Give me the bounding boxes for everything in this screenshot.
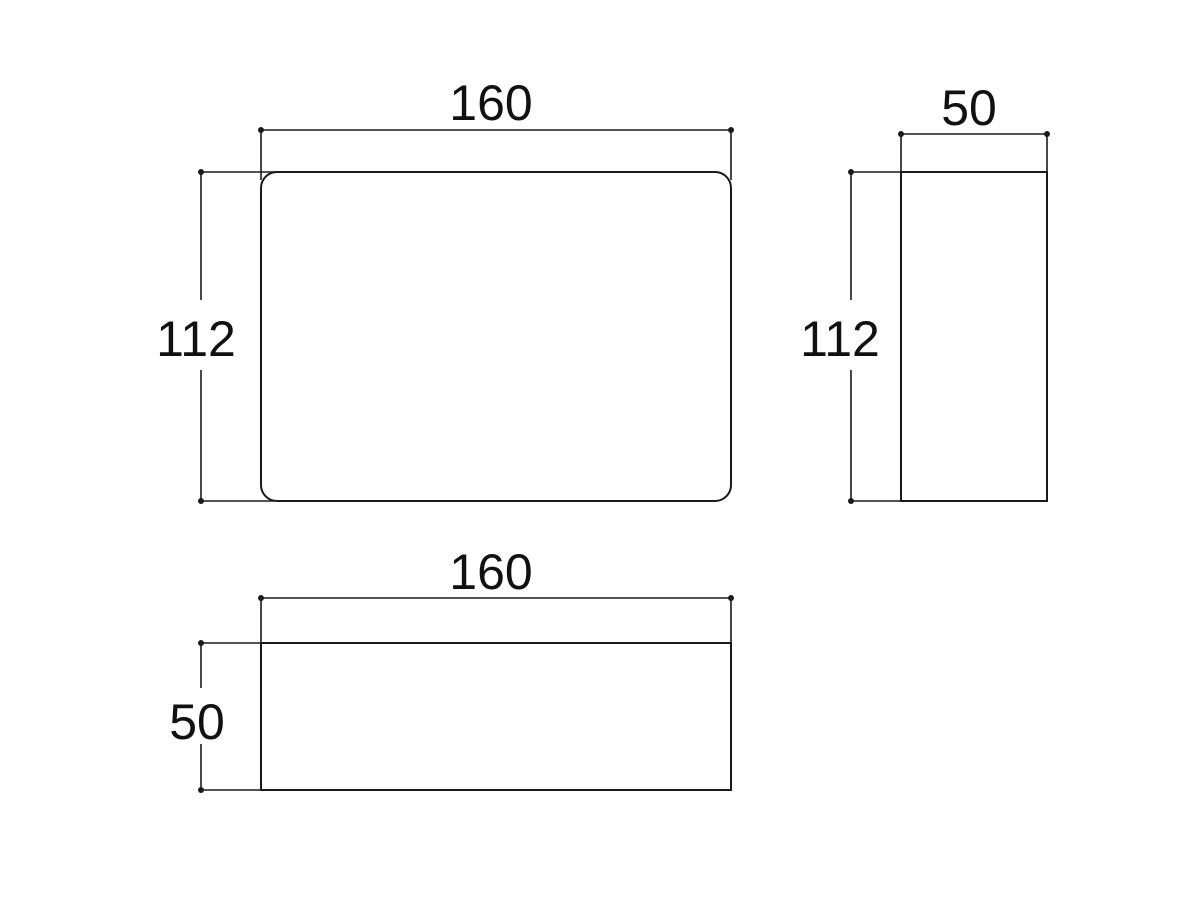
- front-width-dimension: 160: [258, 75, 734, 180]
- dimension-endpoint: [898, 131, 904, 137]
- top-height-label: 50: [169, 694, 225, 750]
- label-gap: [836, 300, 866, 370]
- dimension-endpoint: [258, 127, 264, 133]
- side-view-outline: [900, 171, 1048, 502]
- side-height-label: 112: [800, 311, 880, 367]
- front-width-label: 160: [449, 75, 532, 131]
- front-height-label: 112: [156, 311, 236, 367]
- dimension-endpoint: [848, 169, 854, 175]
- dimension-endpoint: [198, 640, 204, 646]
- front-height-dimension: 112: [156, 169, 275, 504]
- dimension-endpoint: [258, 595, 264, 601]
- dimension-endpoint: [1044, 131, 1050, 137]
- dimension-endpoint: [198, 498, 204, 504]
- dimension-endpoint: [198, 169, 204, 175]
- top-width-label: 160: [449, 544, 532, 600]
- front-view: 160 112: [156, 75, 734, 504]
- top-view-outline: [260, 642, 732, 791]
- label-gap: [186, 688, 216, 744]
- dimension-endpoint: [198, 787, 204, 793]
- side-width-dimension: 50: [898, 80, 1050, 172]
- side-width-label: 50: [941, 80, 997, 136]
- top-height-dimension: 50: [169, 640, 261, 793]
- side-height-dimension: 112: [800, 169, 901, 504]
- dimension-endpoint: [728, 595, 734, 601]
- top-width-dimension: 160: [258, 544, 734, 643]
- top-view: 160 50: [169, 544, 734, 793]
- dimension-endpoint: [848, 498, 854, 504]
- front-view-outline: [260, 171, 732, 502]
- label-gap: [186, 300, 216, 370]
- dimension-endpoint: [728, 127, 734, 133]
- side-view: 50 112: [800, 80, 1050, 504]
